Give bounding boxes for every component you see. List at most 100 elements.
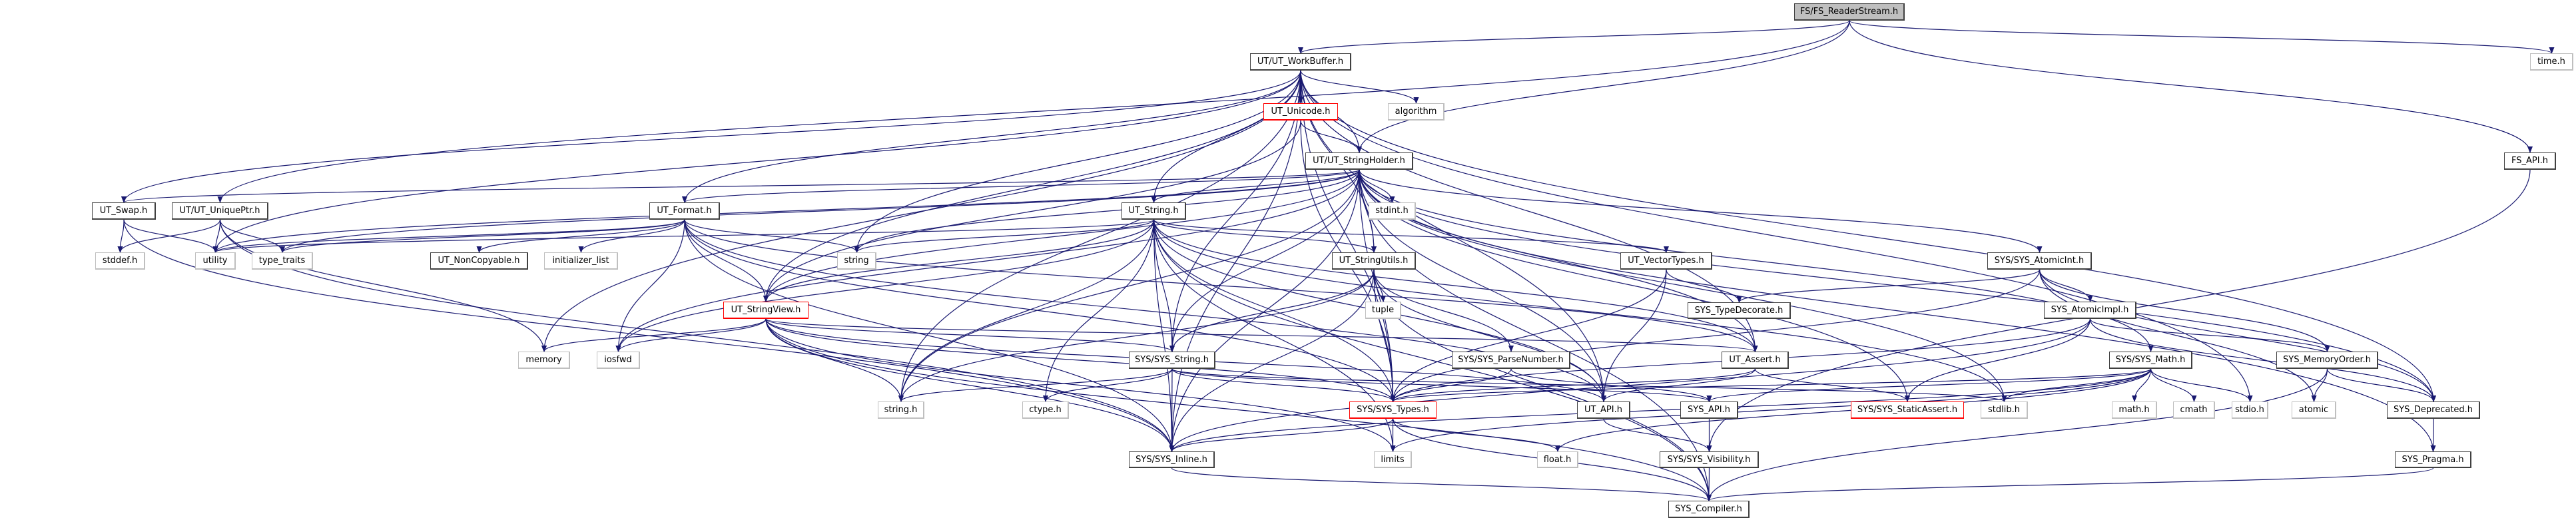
edge-ut-vectortypes-h-to-sys-sys-types-h [1390, 269, 1667, 402]
edge-ut-stringview-h-to-iosfwd [615, 318, 767, 352]
node-stdint-h: stdint.h [1369, 202, 1416, 220]
node-memory: memory [518, 352, 570, 369]
edge-ut-stringutils-h-to-string-h [898, 269, 1375, 402]
edge-ut-format-h-to-initializer-list [578, 219, 685, 253]
node-ut-stringutils-h[interactable]: UT_StringUtils.h [1332, 252, 1416, 270]
node-sys-sys-staticassert-h[interactable]: SYS/SYS_StaticAssert.h [1851, 401, 1964, 419]
edge-ut-ut-stringholder-h-to-string-h [898, 169, 1360, 402]
edge-ut-format-h-to-ut-api-h [684, 219, 1606, 402]
node-sys-atomicimpl-h[interactable]: SYS_AtomicImpl.h [2044, 302, 2136, 319]
node-label: SYS/SYS_AtomicInt.h [1994, 256, 2085, 266]
edge-sys-sys-string-h-to-sys-api-h [1171, 368, 1712, 402]
edge-sys-sys-string-h-to-ctype-h [1043, 368, 1173, 402]
node-sys-deprecated-h[interactable]: SYS_Deprecated.h [2387, 401, 2480, 419]
node-label: UT/UT_StringHolder.h [1313, 156, 1405, 166]
edge-ut-format-h-to-sys-sys-inline-h [684, 219, 1175, 452]
node-ut-swap-h[interactable]: UT_Swap.h [92, 202, 156, 220]
edge-ut-ut-workbuffer-h-to-algorithm [1300, 70, 1419, 104]
node-ut-format-h[interactable]: UT_Format.h [649, 202, 720, 220]
edge-sys-atomicimpl-h-to-sys-memoryorder-h [2089, 318, 2330, 352]
edge-sys-memoryorder-h-to-atomic [2311, 368, 2328, 402]
node-label: UT_Swap.h [99, 206, 148, 216]
node-label: math.h [2118, 405, 2150, 415]
node-sys-sys-types-h[interactable]: SYS/SYS_Types.h [1349, 401, 1437, 419]
node-ut-ut-workbuffer-h[interactable]: UT/UT_WorkBuffer.h [1250, 53, 1351, 71]
edge-sys-sys-atomicint-h-to-sys-typedecorate-h [1736, 269, 2041, 303]
edge-ut-string-h-to-sys-sys-string-h [1153, 219, 1175, 352]
node-sys-api-h[interactable]: SYS_API.h [1680, 401, 1738, 419]
edge-ut-stringview-h-to-ut-assert-h [765, 318, 1758, 352]
node-label: SYS_Deprecated.h [2393, 405, 2473, 415]
node-ut-noncopyable-h[interactable]: UT_NonCopyable.h [430, 252, 528, 270]
edge-ut-format-h-to-utility [212, 219, 685, 253]
node-label: SYS/SYS_StaticAssert.h [1857, 405, 1958, 415]
node-sys-sys-atomicint-h[interactable]: SYS/SYS_AtomicInt.h [1987, 252, 2092, 270]
node-sys-typedecorate-h[interactable]: SYS_TypeDecorate.h [1688, 302, 1791, 319]
node-label: UT/UT_WorkBuffer.h [1257, 57, 1344, 67]
node-label: time.h [2537, 57, 2565, 67]
edge-sys-sys-math-h-to-cmath [2150, 368, 2197, 402]
edge-sys-sys-math-h-to-sys-sys-types-h [1390, 368, 2152, 402]
node-label: UT_StringView.h [731, 305, 801, 315]
node-label: string [844, 256, 869, 266]
node-sys-sys-math-h[interactable]: SYS/SYS_Math.h [2109, 352, 2192, 369]
edge-ut-string-h-to-string-h [898, 219, 1155, 402]
node-label: UT_API.h [1584, 405, 1622, 415]
edge-ut-ut-workbuffer-h-to-sys-sys-string-h [1169, 70, 1301, 352]
edge-ut-string-h-to-sys-compiler-h [1153, 219, 1712, 501]
node-ut-api-h[interactable]: UT_API.h [1577, 401, 1630, 419]
edge-sys-memoryorder-h-to-sys-compiler-h [1706, 368, 2328, 501]
node-label: SYS_MemoryOrder.h [2283, 355, 2371, 365]
node-ut-ut-stringholder-h[interactable]: UT/UT_StringHolder.h [1305, 152, 1413, 170]
node-label: FS/FS_ReaderStream.h [1799, 7, 1899, 17]
node-ut-string-h[interactable]: UT_String.h [1122, 202, 1186, 220]
edge-fs-fs-readerstream-h-to-fs-api-h [1849, 20, 2533, 153]
node-label: string.h [884, 405, 918, 415]
node-sys-compiler-h[interactable]: SYS_Compiler.h [1668, 501, 1750, 518]
node-sys-memoryorder-h[interactable]: SYS_MemoryOrder.h [2276, 352, 2378, 369]
edge-ut-ut-stringholder-h-to-sys-sys-atomicint-h [1359, 169, 2043, 253]
node-label: SYS/SYS_Visibility.h [1667, 454, 1751, 465]
edge-ut-stringview-h-to-memory [541, 318, 767, 352]
edge-sys-sys-atomicint-h-to-atomic [2039, 269, 2317, 402]
node-sys-sys-parsenumber-h[interactable]: SYS/SYS_ParseNumber.h [1452, 352, 1570, 369]
node-label: SYS/SYS_Types.h [1357, 405, 1429, 415]
edge-sys-sys-types-h-to-float-h [1392, 418, 1560, 452]
node-fs-api-h[interactable]: FS_API.h [2504, 152, 2556, 170]
edge-ut-unicode-h-to-ut-stringview-h [763, 120, 1301, 302]
node-sys-sys-string-h[interactable]: SYS/SYS_String.h [1129, 352, 1215, 369]
node-label: utility [202, 256, 228, 266]
node-ut-ut-uniqueptr-h[interactable]: UT/UT_UniquePtr.h [172, 202, 268, 220]
edge-ut-assert-h-to-sys-sys-staticassert-h [1754, 368, 1910, 402]
node-label: UT_StringUtils.h [1339, 256, 1409, 266]
edge-ut-ut-stringholder-h-to-ut-string-h [1151, 169, 1360, 203]
node-label: iosfwd [604, 355, 632, 365]
node-ut-assert-h[interactable]: UT_Assert.h [1722, 352, 1789, 369]
node-label: stdint.h [1375, 206, 1409, 216]
node-sys-sys-visibility-h[interactable]: SYS/SYS_Visibility.h [1660, 451, 1759, 468]
node-sys-sys-inline-h[interactable]: SYS/SYS_Inline.h [1129, 451, 1215, 468]
node-sys-pragma-h[interactable]: SYS_Pragma.h [2395, 451, 2471, 468]
edge-ut-string-h-to-ctype-h [1043, 219, 1155, 402]
edge-ut-ut-workbuffer-h-to-memory [541, 70, 1301, 352]
node-label: FS_API.h [2511, 156, 2548, 166]
edge-sys-sys-inline-h-to-sys-compiler-h [1171, 467, 1712, 501]
node-ut-unicode-h[interactable]: UT_Unicode.h [1263, 103, 1338, 121]
edge-ut-assert-h-to-sys-sys-types-h [1390, 368, 1756, 402]
edge-ut-string-h-to-utility [213, 219, 1155, 253]
node-fs-fs-readerstream-h[interactable]: FS/FS_ReaderStream.h [1794, 3, 1905, 21]
edge-ut-assert-h-to-ut-api-h [1601, 368, 1756, 402]
node-ut-vectortypes-h[interactable]: UT_VectorTypes.h [1620, 252, 1712, 270]
edge-sys-atomicimpl-h-to-sys-sys-staticassert-h [1905, 318, 2091, 402]
edge-ut-string-h-to-sys-sys-inline-h [1153, 219, 1175, 452]
edge-ut-stringutils-h-to-sys-sys-inline-h [1169, 269, 1375, 452]
node-math-h: math.h [2112, 401, 2157, 419]
node-time-h: time.h [2530, 53, 2573, 71]
edge-sys-atomicimpl-h-to-sys-deprecated-h [2089, 318, 2436, 402]
node-label: UT_Unicode.h [1271, 107, 1331, 117]
edge-sys-sys-string-h-to-stdlib-h [1171, 368, 2007, 402]
node-label: UT/UT_UniquePtr.h [179, 206, 260, 216]
node-ut-stringview-h[interactable]: UT_StringView.h [723, 302, 808, 319]
edge-ut-stringview-h-to-sys-compiler-h [765, 318, 1712, 501]
